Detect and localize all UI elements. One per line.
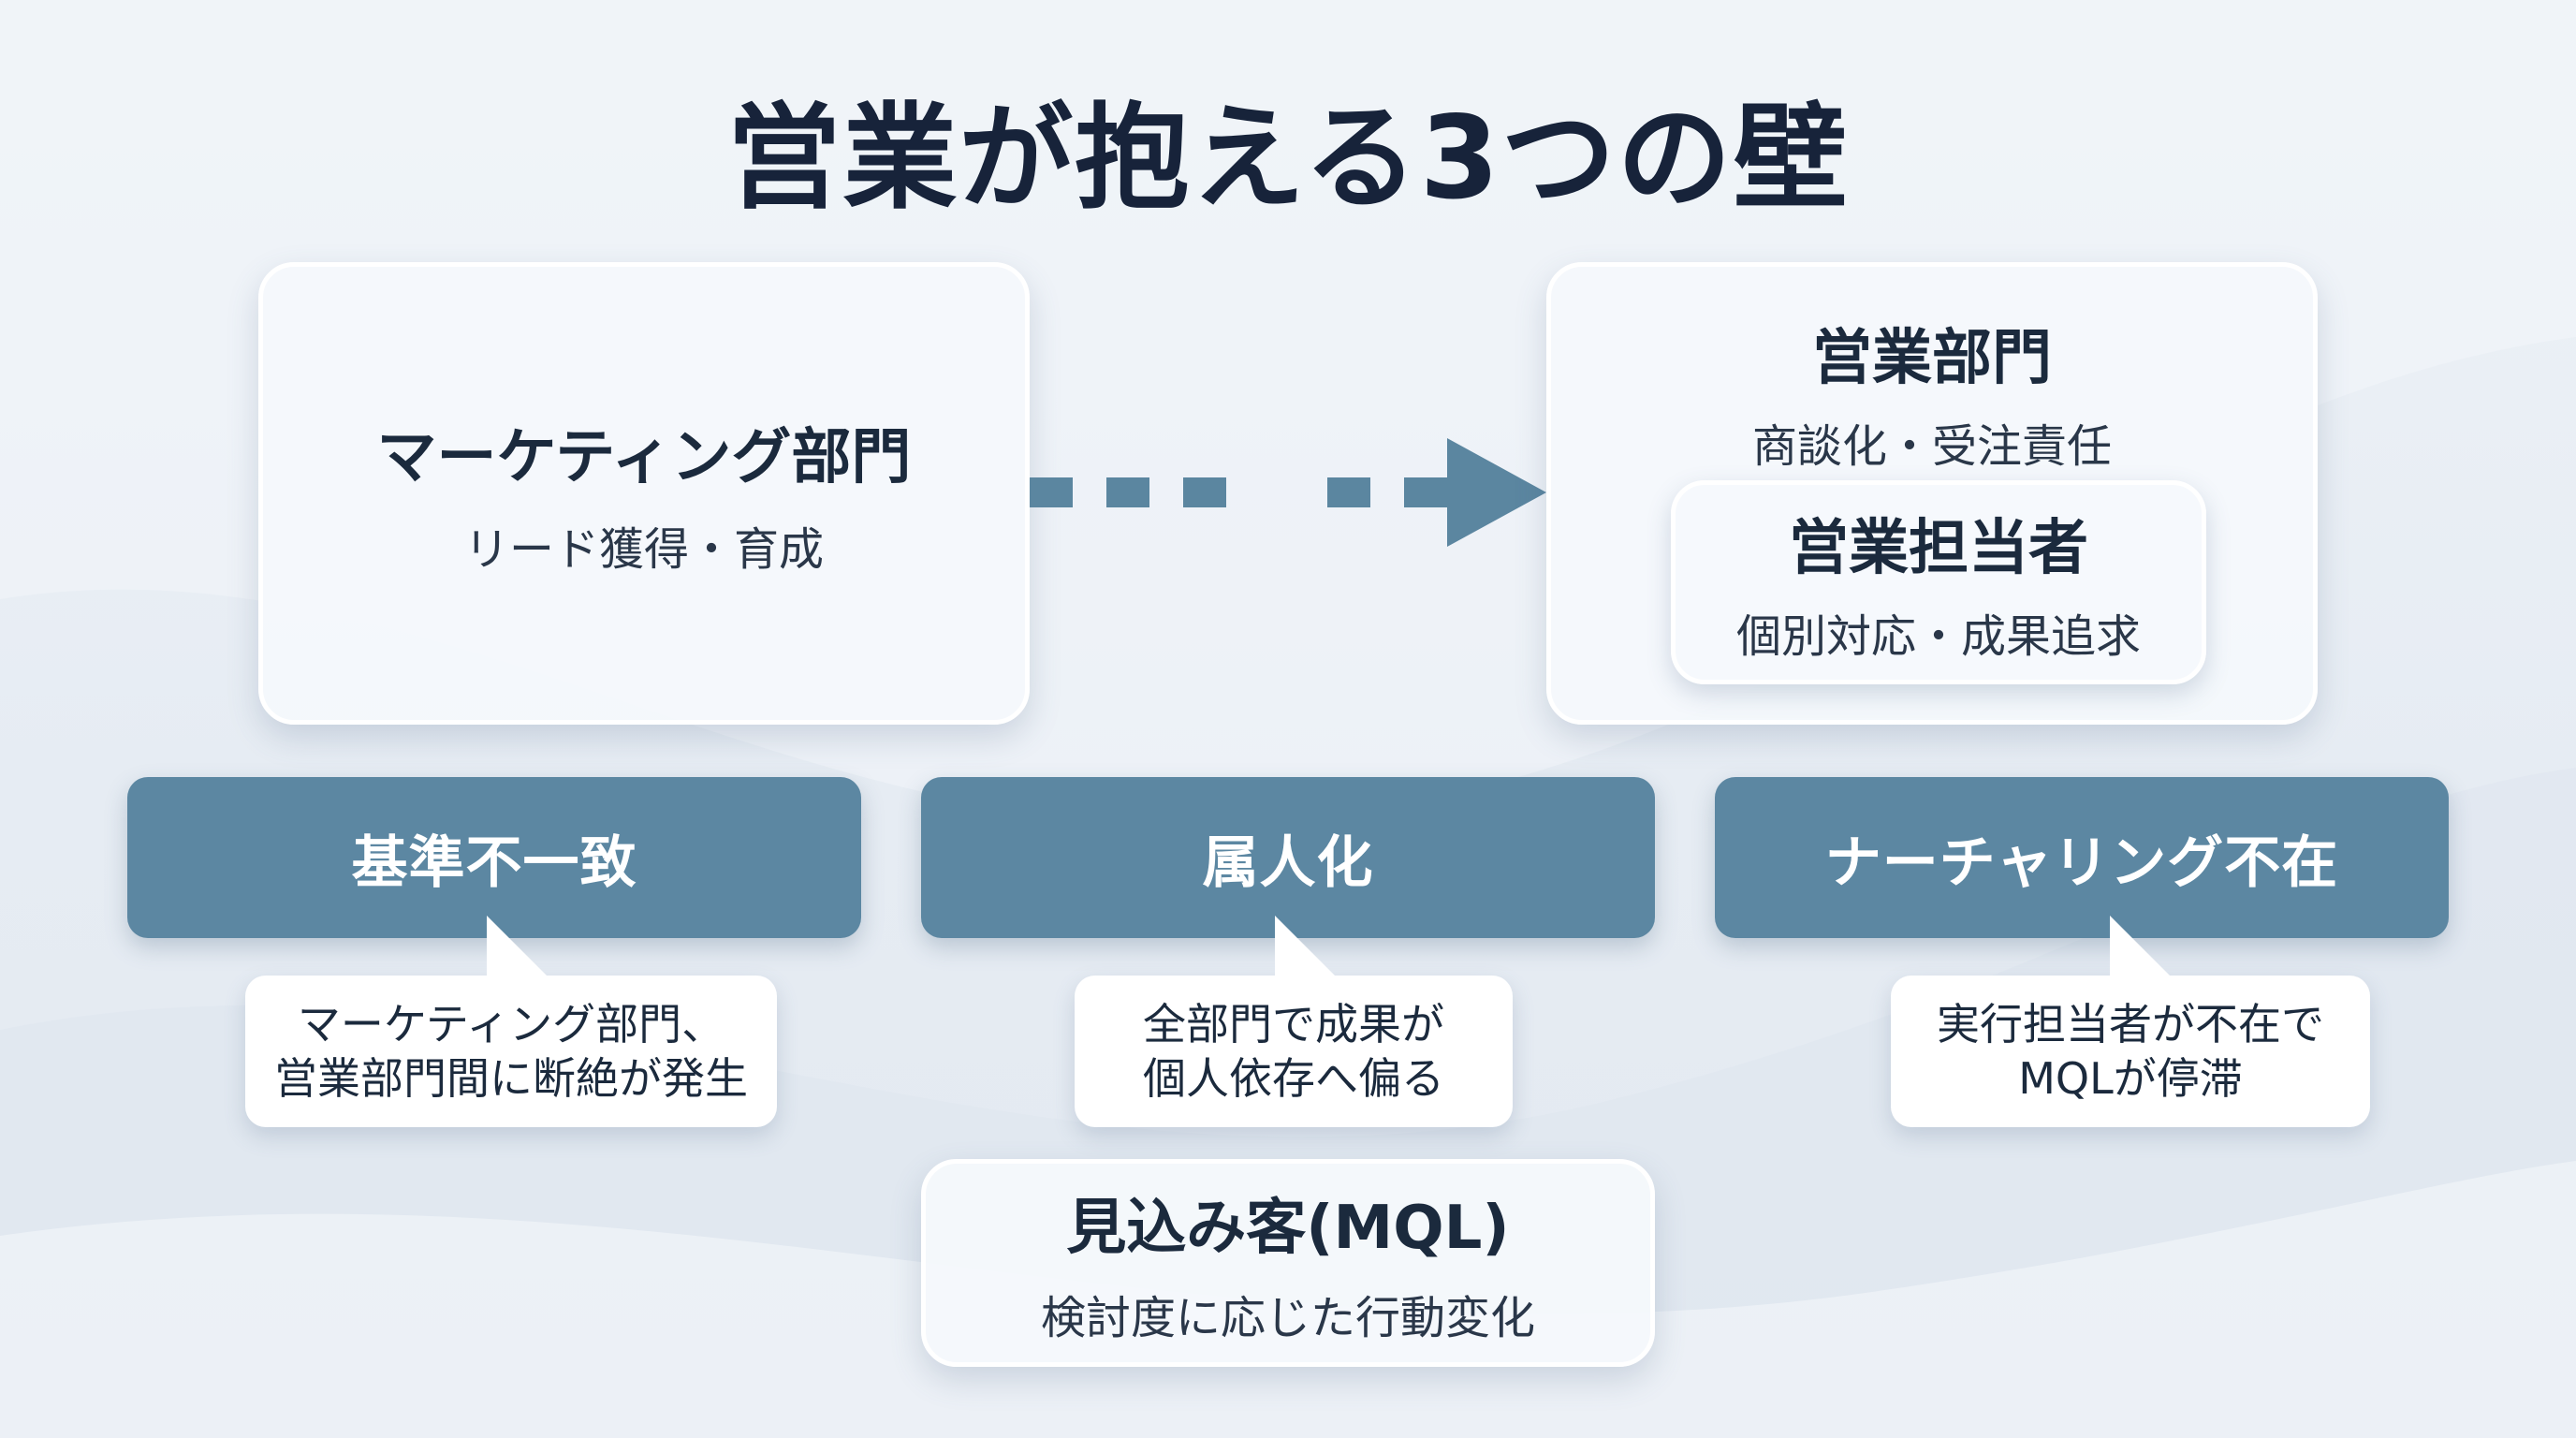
mql-subtitle: 検討度に応じた行動変化: [1040, 1292, 1535, 1344]
arrow-dash: [1327, 477, 1370, 507]
arrow-dash: [1404, 477, 1447, 507]
page-title: 営業が抱える3つの壁: [726, 92, 1850, 225]
sales-department-title: 営業部門: [1812, 324, 2052, 393]
wall-label-no-nurturing: ナーチャリング不在: [1715, 777, 2449, 938]
wall-note-line: 営業部門間に断絶が発生: [274, 1053, 748, 1104]
wall-note-line: 全部門で成果が: [1143, 999, 1444, 1049]
arrow-dash: [1030, 477, 1073, 507]
sales-rep-card: 営業担当者 個別対応・成果追求: [1671, 480, 2206, 684]
arrow-head: [1447, 438, 1546, 547]
wall-note-no-nurturing: 実行担当者が不在で MQLが停滞: [1891, 916, 2370, 1127]
sales-department-subtitle: 商談化・受注責任: [1751, 420, 2112, 473]
marketing-department-card: マーケティング部門 リード獲得・育成: [258, 262, 1030, 725]
wall-label-personalization: 属人化: [921, 777, 1655, 938]
wall-note-line: 実行担当者が不在で: [1937, 999, 2324, 1049]
sales-rep-subtitle: 個別対応・成果追求: [1735, 610, 2141, 663]
wall-note-line: マーケティング部門、: [297, 999, 725, 1049]
mql-card: 見込み客(MQL) 検討度に応じた行動変化: [921, 1159, 1655, 1367]
marketing-department-subtitle: リード獲得・育成: [463, 523, 824, 576]
arrow-dash: [1106, 477, 1149, 507]
sales-department-header: 営業部門 商談化・受注責任: [1551, 310, 2313, 475]
wall-label-criteria-mismatch: 基準不一致: [127, 777, 861, 938]
arrow-dash: [1183, 477, 1226, 507]
marketing-department-title: マーケティング部門: [376, 423, 912, 492]
flow-arrow-icon: [1030, 438, 1546, 547]
wall-note-line: MQLが停滞: [2018, 1053, 2243, 1104]
sales-rep-title: 営業担当者: [1789, 514, 2088, 583]
wall-note-line: 個人依存へ偏る: [1143, 1053, 1444, 1104]
wall-note-personalization: 全部門で成果が 個人依存へ偏る: [1075, 916, 1513, 1127]
sales-department-card: 営業部門 商談化・受注責任 営業担当者 個別対応・成果追求: [1546, 262, 2318, 725]
wall-note-criteria-mismatch: マーケティング部門、 営業部門間に断絶が発生: [245, 916, 777, 1127]
mql-title: 見込み客(MQL): [1066, 1194, 1510, 1263]
